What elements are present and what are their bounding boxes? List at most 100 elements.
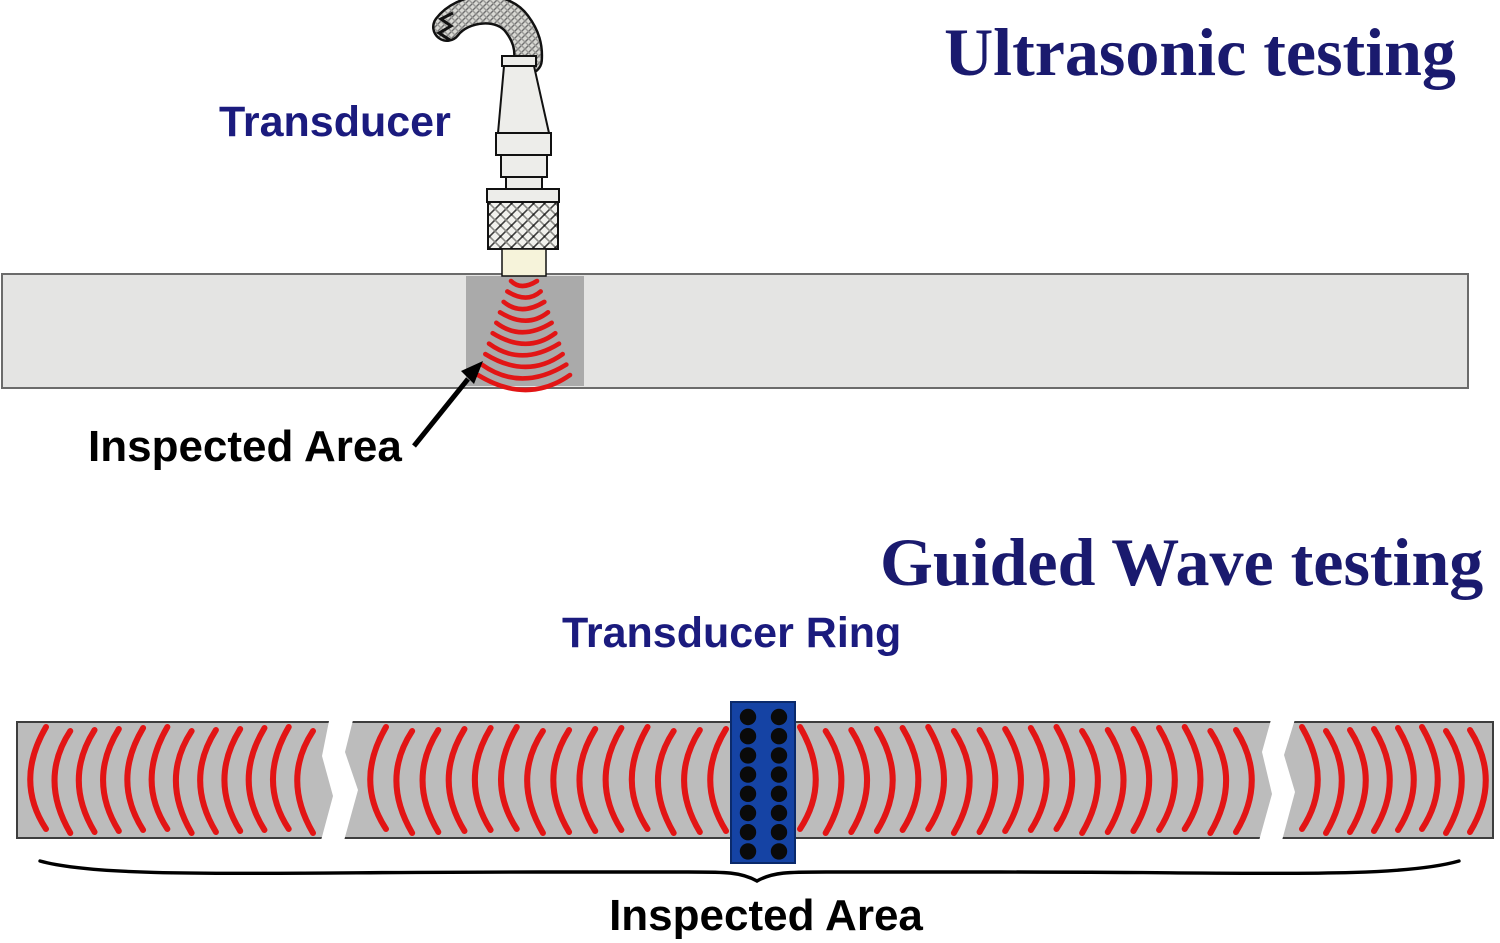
guided-wavefront — [1053, 724, 1076, 832]
inspected-area-arrow — [412, 361, 483, 448]
guided-wavefront — [1156, 725, 1178, 833]
guided-wavefront — [1419, 724, 1441, 832]
ultrasonic-wavefront — [486, 341, 562, 358]
ring-dot — [739, 708, 757, 726]
guided-wavefront — [524, 728, 546, 836]
transducer-ring — [730, 701, 796, 864]
cable-braid-texture — [434, 0, 541, 73]
ring-dot — [739, 824, 757, 841]
guided-wave-title: Guided Wave testing — [880, 524, 1484, 600]
guided-wavefront — [707, 726, 729, 834]
ring-dot — [770, 785, 788, 802]
ring-dot — [770, 766, 788, 783]
guided-wavefront — [173, 728, 195, 836]
guided-wavefront — [797, 724, 819, 832]
ring-dot — [739, 843, 757, 860]
guided-wavefront — [445, 726, 468, 834]
guided-wavefront — [602, 725, 625, 833]
guided-wavefront — [873, 726, 896, 834]
guided-wavefront — [976, 727, 999, 835]
guided-wavefront — [950, 728, 973, 836]
ring-dot — [770, 843, 788, 860]
guided-wavefront — [270, 724, 292, 832]
ring-dot — [770, 708, 788, 726]
ring-dot — [770, 747, 788, 764]
transducer-label: Transducer — [219, 98, 451, 146]
ultrasonic-title: Ultrasonic testing — [944, 14, 1456, 90]
guided-wavefront — [1130, 726, 1153, 834]
ultrasonic-beam-waves — [475, 278, 573, 393]
cable-torn-end — [436, 11, 454, 42]
probe-collar — [501, 55, 537, 67]
guided-wavefront — [75, 727, 98, 835]
probe-cone — [496, 65, 551, 134]
ultrasonic-wavefront — [475, 372, 573, 393]
ring-dot — [770, 824, 788, 841]
guided-wavefront — [245, 725, 268, 833]
guided-wavefront — [221, 726, 244, 834]
ultrasonic-wavefront — [479, 362, 569, 381]
guided-wavefront — [124, 725, 147, 833]
ring-dot — [770, 804, 788, 822]
guided-wavefront — [822, 728, 845, 836]
test-plate — [1, 273, 1469, 389]
guided-wavefront — [1299, 724, 1321, 832]
transducer-ring-label: Transducer Ring — [562, 609, 902, 657]
guided-wavefront — [419, 727, 442, 835]
guided-wavefront — [925, 724, 947, 832]
ultrasonic-wavefront — [508, 278, 540, 289]
guided-wave-section — [16, 701, 1494, 883]
ultrasonic-wavefront — [501, 299, 547, 312]
guided-wavefront — [1027, 725, 1050, 833]
guided-wavefront — [1002, 726, 1024, 834]
ultrasonic-wavefront — [505, 289, 543, 300]
guided-wavefront — [655, 728, 677, 836]
ring-dot — [739, 728, 757, 745]
guided-wavefront — [1467, 727, 1489, 835]
ring-dot — [739, 766, 757, 783]
probe-cylinder-lower — [500, 154, 548, 178]
guided-wavefront — [681, 727, 703, 835]
guided-wavefront — [1207, 728, 1229, 836]
guided-wavefront — [1443, 728, 1465, 836]
guided-wavefront — [51, 728, 74, 836]
probe-cylinder-upper — [495, 132, 552, 156]
guided-wavefront — [1395, 725, 1417, 833]
guided-wavefront — [1181, 724, 1204, 832]
transducer-ring-dots — [739, 708, 788, 860]
arrow-head — [461, 361, 483, 384]
guided-wavefront — [100, 726, 122, 834]
guided-wavefront — [628, 724, 651, 832]
probe-flange — [486, 188, 560, 203]
inspected-area-brace — [38, 859, 1461, 883]
arrow-shaft — [412, 377, 470, 448]
transducer-probe — [432, 0, 560, 277]
guided-wavefront — [498, 724, 520, 832]
pipe-break-left — [319, 716, 358, 848]
guided-wavefront — [1347, 727, 1369, 835]
ring-dot — [739, 747, 757, 764]
ring-dot — [770, 728, 788, 745]
guided-wavefront — [576, 726, 599, 834]
ring-dot — [739, 804, 757, 822]
probe-contact-tip — [501, 248, 547, 277]
ultrasonic-wavefront — [483, 351, 565, 370]
guided-wavefront — [367, 724, 389, 832]
guided-wavefront — [393, 728, 416, 836]
guided-wavefront — [1104, 727, 1127, 835]
guided-wavefront — [148, 724, 171, 832]
ultrasonic-wavefront — [490, 330, 558, 346]
guided-waves — [27, 724, 1489, 836]
guided-wavefront — [1323, 728, 1345, 836]
guided-wavefront — [27, 724, 49, 832]
probe-neck — [505, 176, 543, 190]
inspected-area-label-top: Inspected Area — [88, 422, 402, 471]
ultrasonic-section — [1, 0, 1469, 448]
probe-knurled-nut — [487, 201, 559, 250]
guided-wavefront — [1371, 726, 1393, 834]
guided-wavefront — [294, 728, 316, 836]
pipe-break-right — [1257, 716, 1296, 848]
guided-wavefront — [899, 725, 922, 833]
guided-wavefront — [550, 727, 573, 835]
